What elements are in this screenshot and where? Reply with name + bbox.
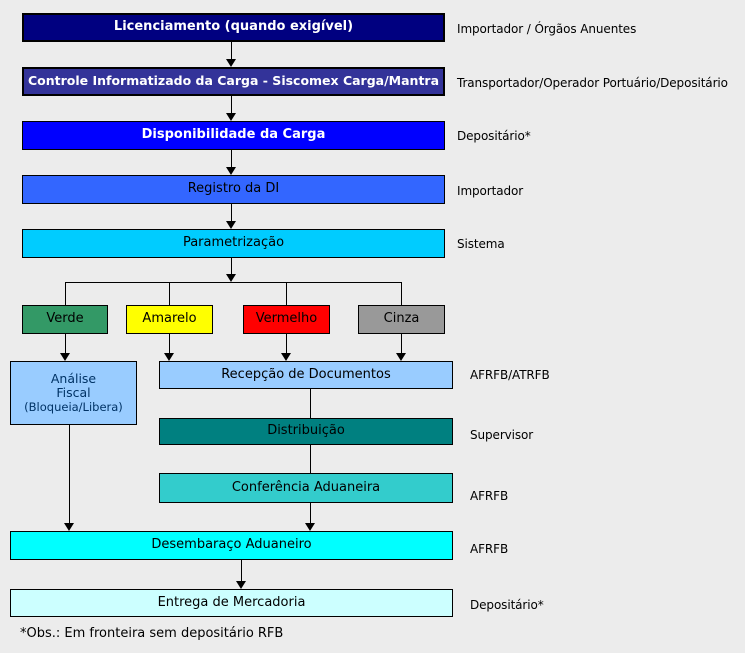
connector-line (69, 425, 70, 523)
connector-line (231, 150, 232, 167)
actor-label-licenciamento: Importador / Órgãos Anuentes (457, 22, 637, 36)
step-registro-di: Registro da DI (22, 175, 445, 204)
split-line (65, 282, 402, 283)
step-licenciamento: Licenciamento (quando exigível) (22, 13, 445, 42)
footnote: *Obs.: Em fronteira sem depositário RFB (20, 626, 284, 641)
actor-label-desembaraco: AFRFB (470, 542, 509, 556)
analise-line1: Análise (50, 371, 97, 387)
actor-label-parametrizacao: Sistema (457, 237, 505, 251)
arrow-down-icon (226, 167, 236, 175)
connector-line (286, 282, 287, 305)
connector-line (169, 334, 170, 353)
connector-line (231, 258, 232, 274)
analise-line3: (Bloqueia/Libera) (24, 399, 123, 414)
arrow-down-icon (226, 59, 236, 67)
actor-label-recepcao: AFRFB/ATRFB (470, 368, 550, 382)
channel-verde: Verde (22, 305, 108, 334)
connector-line (286, 334, 287, 353)
arrow-down-icon (164, 353, 174, 361)
arrow-down-icon (305, 523, 315, 531)
arrow-down-icon (64, 523, 74, 531)
step-conferencia-aduaneira: Conferência Aduaneira (159, 473, 453, 503)
connector-line (169, 282, 170, 305)
connector-line (241, 560, 242, 581)
arrow-down-icon (226, 221, 236, 229)
step-desembaraco-aduaneiro: Desembaraço Aduaneiro (10, 531, 453, 560)
connector-line (231, 42, 232, 59)
step-recepcao-documentos: Recepção de Documentos (159, 361, 453, 389)
arrow-down-icon (60, 353, 70, 361)
step-controle-carga: Controle Informatizado da Carga - Siscom… (22, 67, 445, 96)
arrow-down-icon (281, 353, 291, 361)
arrow-down-icon (226, 113, 236, 121)
step-analise-fiscal: Análise Fiscal (Bloqueia/Libera) (10, 361, 137, 425)
connector-line (231, 204, 232, 221)
step-parametrizacao: Parametrização (22, 229, 445, 258)
step-entrega-mercadoria: Entrega de Mercadoria (10, 589, 453, 617)
connector-line (65, 282, 66, 305)
connector-line (65, 334, 66, 353)
step-distribuicao: Distribuição (159, 418, 453, 445)
channel-amarelo: Amarelo (126, 305, 213, 334)
actor-label-controle: Transportador/Operador Portuário/Deposit… (457, 76, 728, 90)
connector-line (310, 445, 311, 473)
connector-line (310, 503, 311, 523)
actor-label-conferencia: AFRFB (470, 489, 509, 503)
channel-cinza: Cinza (358, 305, 445, 334)
actor-label-distribuicao: Supervisor (470, 428, 534, 442)
actor-label-registro: Importador (457, 184, 524, 198)
connector-line (401, 282, 402, 305)
connector-line (231, 96, 232, 113)
arrow-down-icon (236, 581, 246, 589)
connector-line (310, 389, 311, 418)
actor-label-entrega: Depositário* (470, 598, 544, 612)
arrow-down-icon (396, 353, 406, 361)
analise-line2: Fiscal (56, 385, 91, 401)
arrow-down-icon (226, 274, 236, 282)
connector-line (401, 334, 402, 353)
actor-label-disponibilidade: Depositário* (457, 129, 531, 143)
step-disponibilidade: Disponibilidade da Carga (22, 121, 445, 150)
channel-vermelho: Vermelho (243, 305, 330, 334)
